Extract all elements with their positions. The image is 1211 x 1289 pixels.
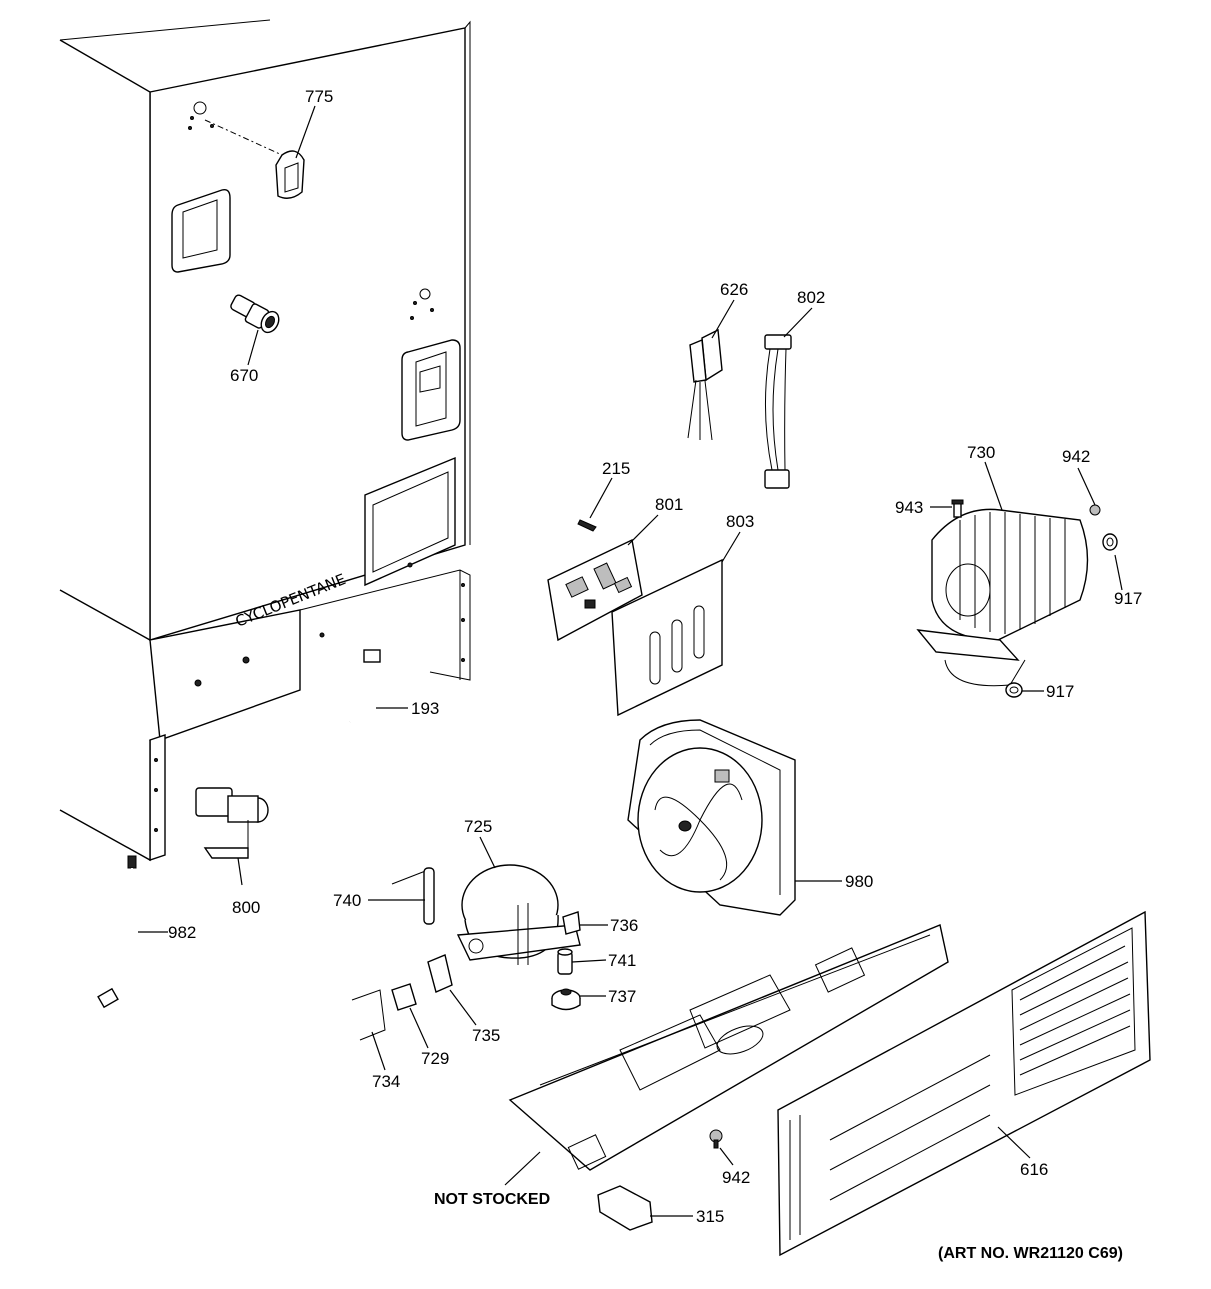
part-737-drawing (551, 988, 581, 1011)
part-741-drawing (557, 948, 573, 975)
art-number-note: (ART NO. WR21120 C69) (938, 1245, 1123, 1262)
part-215-drawing (577, 519, 597, 532)
callout-741: 741 (608, 951, 636, 970)
callout-943: 943 (895, 498, 923, 517)
part-736-drawing (562, 911, 581, 935)
callout-800: 800 (232, 898, 260, 917)
callout-730: 730 (967, 443, 995, 462)
callout-737: 737 (608, 987, 636, 1006)
base-pan-drawing (508, 924, 949, 1171)
part-775-drawing (275, 150, 305, 199)
callout-735: 735 (472, 1026, 500, 1045)
callout-740: 740 (333, 891, 361, 910)
part-735-drawing (427, 954, 453, 993)
part-800-drawing (195, 787, 269, 859)
callout-802: 802 (797, 288, 825, 307)
part-315-drawing (597, 1185, 653, 1231)
callout-not-stocked: NOT STOCKED (434, 1191, 550, 1208)
part-734-drawing (351, 989, 386, 1041)
callout-labels: 775 670 626 802 215 801 803 730 942 943 … (168, 87, 1142, 1262)
part-616-drawing (777, 910, 1151, 1257)
part-670-drawing (230, 294, 280, 334)
callout-982: 982 (168, 923, 196, 942)
part-740-drawing (391, 867, 435, 925)
part-982-drawing (97, 855, 137, 1009)
callout-775: 775 (305, 87, 333, 106)
callout-725: 725 (464, 817, 492, 836)
part-943-drawing (951, 499, 964, 518)
callout-942-upper: 942 (1062, 447, 1090, 466)
part-626-drawing (687, 328, 723, 441)
callout-736: 736 (610, 916, 638, 935)
part-725-drawing (456, 864, 581, 965)
part-980-drawing (627, 719, 796, 916)
callout-917-lower: 917 (1046, 682, 1074, 701)
callout-803: 803 (726, 512, 754, 531)
part-942a-drawing (1089, 504, 1101, 516)
callout-215: 215 (602, 459, 630, 478)
refrigerator-cabinet: CYCLOPENTANE (59, 19, 471, 862)
callout-616: 616 (1020, 1160, 1048, 1179)
callout-917-upper: 917 (1114, 589, 1142, 608)
part-917b-drawing (1005, 682, 1023, 698)
part-729-drawing (391, 983, 417, 1011)
callout-315: 315 (696, 1207, 724, 1226)
part-193-drawing (342, 649, 381, 756)
callout-626: 626 (720, 280, 748, 299)
callout-801: 801 (655, 495, 683, 514)
part-803-drawing (611, 558, 723, 717)
part-917a-drawing (1102, 533, 1118, 551)
part-942b-drawing (709, 1129, 723, 1149)
part-802-drawing (764, 334, 792, 489)
leader-lines (138, 105, 1123, 1217)
part-730-drawing (916, 508, 1089, 687)
callout-734: 734 (372, 1072, 400, 1091)
callout-980: 980 (845, 872, 873, 891)
callout-193: 193 (411, 699, 439, 718)
callout-942-lower: 942 (722, 1168, 750, 1187)
callout-729: 729 (421, 1049, 449, 1068)
part-801-drawing (547, 538, 643, 642)
callout-670: 670 (230, 366, 258, 385)
